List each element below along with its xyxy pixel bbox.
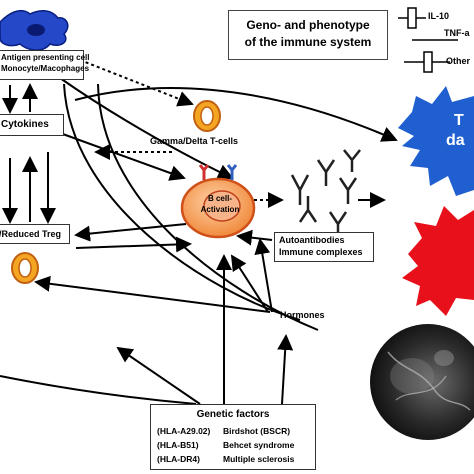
hla-dr4-label: (HLA-DR4) <box>157 453 200 464</box>
ms-label: Multiple sclerosis <box>223 453 295 464</box>
red-star-shape <box>402 206 474 316</box>
autoantibodies-line-2: Immune complexes <box>279 247 363 258</box>
blue-star-shape <box>398 86 474 196</box>
blue-star-text-2: da <box>446 132 465 149</box>
legend-tnf-label: TNF-a <box>444 28 470 38</box>
blue-star-text-1: T <box>454 112 464 129</box>
cytokines-label: Cytokines <box>1 119 49 130</box>
genetic-row: (HLA-A29.02) Birdshot (BSCR) <box>157 424 309 438</box>
title-line-2: of the immune system <box>244 34 372 49</box>
autoantibodies-line-1: Autoantibodies <box>279 235 345 245</box>
hla-b51-label: (HLA-B51) <box>157 439 199 450</box>
genetic-row: (HLA-DR4) Multiple sclerosis <box>157 452 309 466</box>
apc-label-line-2: Monocyte/Macophages <box>1 64 90 74</box>
treg-label: /Reduced Treg <box>0 229 62 239</box>
legend-il10-label: IL-10 <box>426 11 452 22</box>
behcet-label: Behcet syndrome <box>223 439 295 450</box>
apc-label-line-1: Antigen presenting cell <box>1 53 90 62</box>
title-line-1: Geno- and phenotype <box>246 18 370 32</box>
bcell-label-line-1: B cell- <box>207 194 232 203</box>
genetic-row: (HLA-B51) Behcet syndrome <box>157 438 309 452</box>
genetic-factors-title: Genetic factors <box>196 409 270 420</box>
gamma-delta-label: Gamma/Delta T-cells <box>150 136 239 146</box>
birdshot-label: Birdshot (BSCR) <box>223 425 291 436</box>
hormones-label: Hormones <box>280 310 325 320</box>
cytokines-box: Cytokines <box>0 114 64 136</box>
apc-label-box: Antigen presenting cell Monocyte/Macopha… <box>0 50 90 80</box>
title-box: Geno- and phenotype of the immune system <box>228 10 388 60</box>
antibody-cluster <box>290 149 361 236</box>
bcell-label-line-2: Activation <box>200 205 240 214</box>
hla-a29-label: (HLA-A29.02) <box>157 425 211 436</box>
legend-other-label: Other <box>446 56 471 66</box>
genetic-factors-box: Genetic factors (HLA-A29.02) Birdshot (B… <box>150 404 316 470</box>
autoantibodies-box: Autoantibodies Immune complexes <box>274 232 374 262</box>
treg-box: /Reduced Treg <box>0 224 70 244</box>
